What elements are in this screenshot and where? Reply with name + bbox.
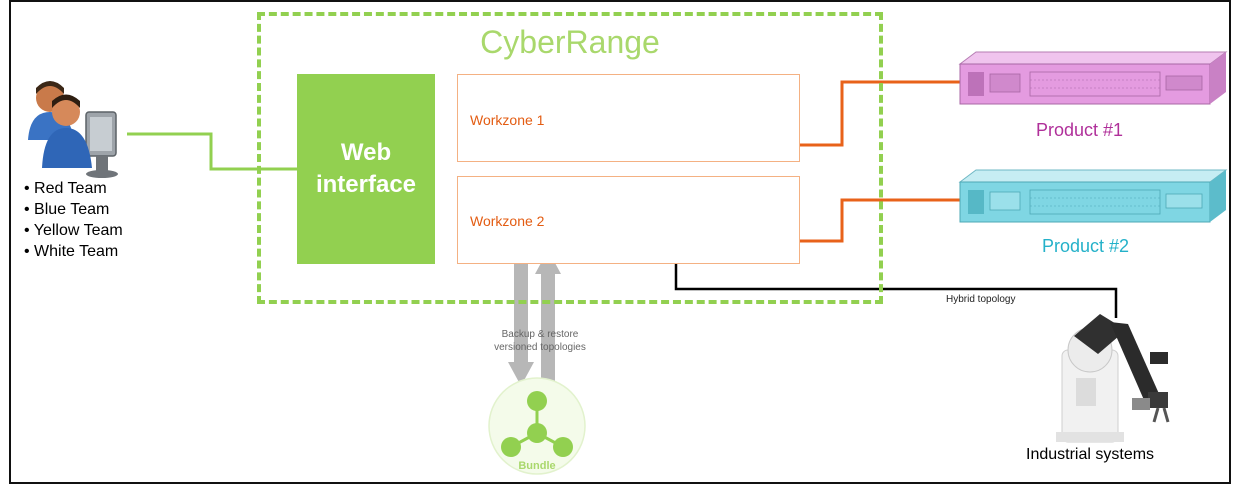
backup-restore-label: Backup & restore versioned topologies <box>494 329 586 353</box>
cyberrange-title: CyberRange <box>480 24 660 60</box>
user-to-web-connector <box>127 132 297 171</box>
cyberrange-boundary <box>257 12 883 304</box>
product2-server-icon <box>958 169 1228 223</box>
workzone-1-box <box>457 74 800 162</box>
backup-arrow-down <box>508 252 534 386</box>
web-interface-label: Web interface <box>315 139 417 198</box>
product1-label: Product #1 <box>1036 120 1124 140</box>
industrial-robot-icon <box>1056 314 1170 443</box>
web-interface-box: Web interface <box>297 74 435 264</box>
bundle-icon <box>488 377 586 475</box>
hybrid-topology-label: Hybrid topology <box>946 294 1016 305</box>
workzone-2-box <box>457 176 800 264</box>
bundle-label: Bundle <box>518 460 556 472</box>
product2-label: Product #2 <box>1042 236 1130 256</box>
team-item-red: Red Team <box>24 178 123 199</box>
team-item-yellow: Yellow Team <box>24 220 123 241</box>
team-item-white: White Team <box>24 241 123 262</box>
team-item-blue: Blue Team <box>24 199 123 220</box>
product1-server-icon <box>958 51 1228 105</box>
industrial-systems-label: Industrial systems <box>1026 446 1155 463</box>
hybrid-topology-connector <box>674 257 1118 318</box>
workzone-2-label: Workzone 2 <box>470 213 545 229</box>
diagram-frame <box>9 0 1231 484</box>
users-icon <box>28 81 118 178</box>
team-list: Red Team Blue Team Yellow Team White Tea… <box>24 178 123 262</box>
workzone-1-label: Workzone 1 <box>470 112 545 128</box>
